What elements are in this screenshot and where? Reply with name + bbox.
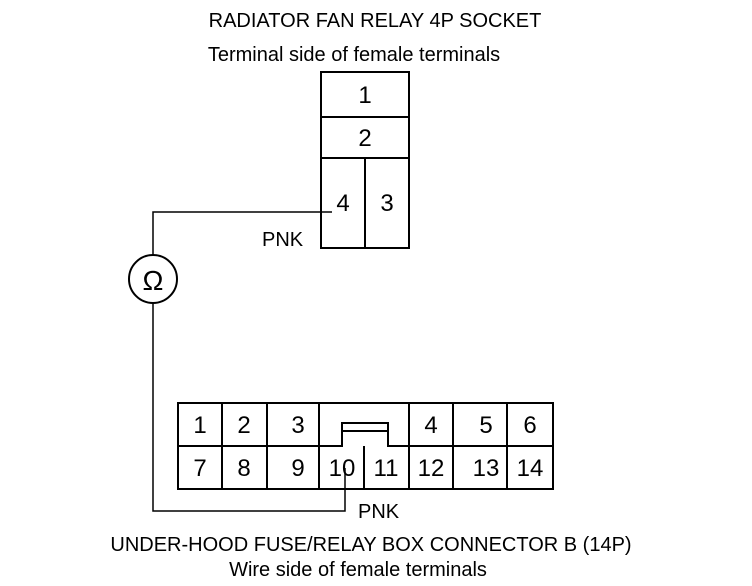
connector-terminal-13: 13: [473, 455, 500, 482]
connector-terminal-6: 6: [523, 412, 536, 439]
upper-test-lead: [152, 211, 332, 255]
connector-terminal-7: 7: [193, 455, 206, 482]
connector-title: UNDER-HOOD FUSE/RELAY BOX CONNECTOR B (1…: [110, 534, 631, 556]
relay-terminal-2: 2: [358, 125, 371, 152]
fuse-box-connector: 1 2 3 4 5 6 7 8 9 10 11 12 13 14: [177, 402, 554, 490]
connector-lock-tab: [318, 403, 410, 447]
ohm-symbol-icon: Ω: [143, 265, 164, 296]
relay-terminal-3: 3: [380, 190, 393, 217]
ohmmeter-circle: [128, 254, 178, 304]
connector-terminal-9: 9: [291, 455, 304, 482]
connector-terminal-3: 3: [291, 412, 304, 439]
connector-terminal-14: 14: [517, 455, 544, 482]
relay-socket-subtitle: Terminal side of female terminals: [208, 44, 500, 66]
connector-terminal-10: 10: [329, 455, 356, 482]
connector-terminal-11: 11: [374, 455, 399, 482]
connector-terminal-5: 5: [479, 412, 492, 439]
connector-terminal-1: 1: [193, 412, 206, 439]
relay-terminal-1: 1: [358, 82, 371, 109]
connector-terminal-12: 12: [418, 455, 445, 482]
connector-terminal-8: 8: [237, 455, 250, 482]
relay-socket: 1 2 4 3: [320, 71, 410, 249]
connector-wire-color-label: PNK: [358, 501, 400, 523]
ohmmeter: Ω: [128, 254, 178, 304]
connector-terminal-2: 2: [237, 412, 250, 439]
connector-terminal-4: 4: [424, 412, 437, 439]
relay-wire-color-label: PNK: [262, 229, 304, 251]
relay-terminal-4: 4: [336, 190, 349, 217]
connector-subtitle: Wire side of female terminals: [229, 559, 487, 581]
relay-socket-title: RADIATOR FAN RELAY 4P SOCKET: [209, 10, 542, 32]
